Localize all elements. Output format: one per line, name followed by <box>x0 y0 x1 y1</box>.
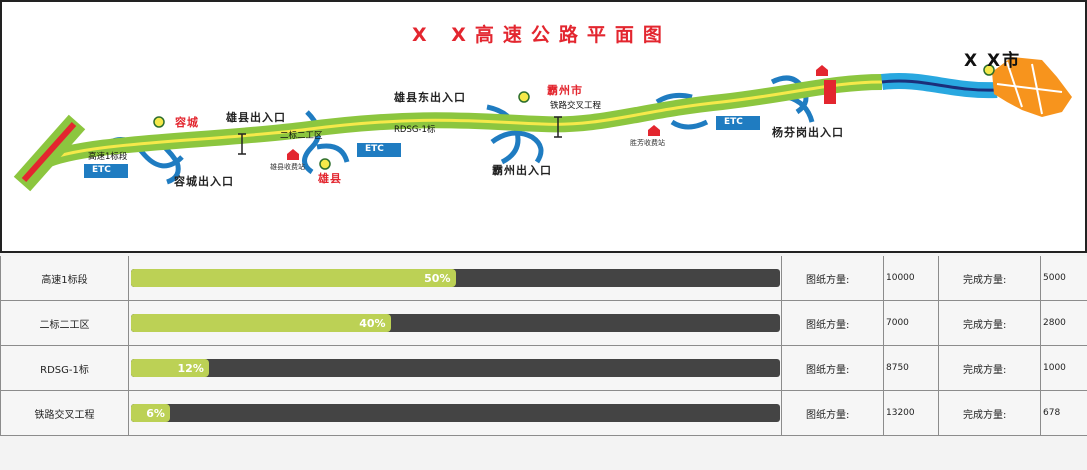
drawing-quantity-label: 图纸方量: <box>782 301 884 345</box>
exit-label-yangfengang: 杨芬岗出入口 <box>772 126 844 139</box>
section-label-2: 二标二工区 <box>280 131 323 141</box>
toll-label-xiongxian: 雄县收费站 <box>270 163 305 171</box>
exit-circles <box>153 64 995 170</box>
progress-percent: 12% <box>177 361 204 375</box>
etc-sign-label-3: ETC <box>724 117 743 127</box>
progress-fill: 6% <box>131 404 170 422</box>
highway-centerline <box>25 80 883 179</box>
drawing-quantity-label: 图纸方量: <box>782 346 884 390</box>
progress-track: 6% <box>131 404 780 422</box>
table-row: RDSG-1标 12% 图纸方量: 8750 完成方量: 1000 <box>0 346 1087 391</box>
completed-quantity-label: 完成方量: <box>939 256 1041 300</box>
etc-sign-icons <box>84 116 760 178</box>
drawing-quantity-value: 8750 <box>884 346 939 390</box>
exit-label-xiongxian-east: 雄县东出入口 <box>394 91 466 104</box>
exit-label-xiongxian: 雄县出入口 <box>226 111 286 124</box>
progress-percent: 40% <box>359 316 386 330</box>
destination-city-label: X X市 <box>964 51 1022 71</box>
completed-quantity-label: 完成方量: <box>939 391 1041 435</box>
drawing-quantity-value: 10000 <box>884 256 939 300</box>
row-name: RDSG-1标 <box>0 346 129 390</box>
table-row: 高速1标段 50% 图纸方量: 10000 完成方量: 5000 <box>0 256 1087 301</box>
row-name: 铁路交叉工程 <box>0 391 129 435</box>
progress-track: 50% <box>131 269 780 287</box>
table-row: 二标二工区 40% 图纸方量: 7000 完成方量: 2800 <box>0 301 1087 346</box>
highway-map-panel: X X高速公路平面图 X X市 高速1标段 二标二工区 RDSG-1标 铁路交叉… <box>0 0 1087 253</box>
exit-label-bazhou: 霸州出入口 <box>492 164 552 177</box>
table-row: 铁路交叉工程 6% 图纸方量: 13200 完成方量: 678 <box>0 391 1087 436</box>
progress-track: 12% <box>131 359 780 377</box>
row-name: 高速1标段 <box>0 256 129 300</box>
progress-track: 40% <box>131 314 780 332</box>
etc-sign-label-1: ETC <box>92 165 111 175</box>
progress-cell: 12% <box>129 346 782 390</box>
exit-label-rongcheng: 容城出入口 <box>174 175 234 188</box>
progress-cell: 6% <box>129 391 782 435</box>
completed-quantity-value: 1000 <box>1043 363 1066 373</box>
row-name: 二标二工区 <box>0 301 129 345</box>
city-label-rongcheng: 容城 <box>175 116 199 129</box>
city-label-xiongxian: 雄县 <box>318 172 342 185</box>
section-label-4: 铁路交叉工程 <box>550 101 602 111</box>
progress-cell: 40% <box>129 301 782 345</box>
progress-fill: 50% <box>131 269 456 287</box>
road-start-marker <box>21 122 77 182</box>
progress-fill: 12% <box>131 359 209 377</box>
completed-quantity-value: 678 <box>1043 408 1061 418</box>
drawing-quantity-label: 图纸方量: <box>782 391 884 435</box>
city-shape <box>992 57 1072 117</box>
section-label-3: RDSG-1标 <box>394 125 436 135</box>
progress-fill: 40% <box>131 314 391 332</box>
city-streets <box>996 61 1063 115</box>
city-label-bazhou: 霸州市 <box>547 84 583 97</box>
completed-quantity-label: 完成方量: <box>939 301 1041 345</box>
progress-percent: 6% <box>146 406 165 420</box>
section-markers <box>238 116 562 155</box>
highway-map-drawing <box>13 57 1072 192</box>
map-title: X X高速公路平面图 <box>412 24 671 46</box>
completed-quantity-value: 5000 <box>1043 273 1066 283</box>
drawing-quantity-value: 7000 <box>884 301 939 345</box>
toll-station-icons <box>287 65 828 160</box>
completed-quantity-value: 2800 <box>1043 318 1066 328</box>
toll-label-shengfang: 胜芳收费站 <box>630 139 665 147</box>
completed-quantity-label: 完成方量: <box>939 346 1041 390</box>
river-centerline <box>881 79 998 92</box>
progress-percent: 50% <box>424 271 451 285</box>
section-label-1: 高速1标段 <box>88 152 128 162</box>
progress-cell: 50% <box>129 256 782 300</box>
etc-sign-label-2: ETC <box>365 144 384 154</box>
drawing-quantity-value: 13200 <box>884 391 939 435</box>
toll-gate-marker <box>824 80 836 104</box>
drawing-quantity-label: 图纸方量: <box>782 256 884 300</box>
